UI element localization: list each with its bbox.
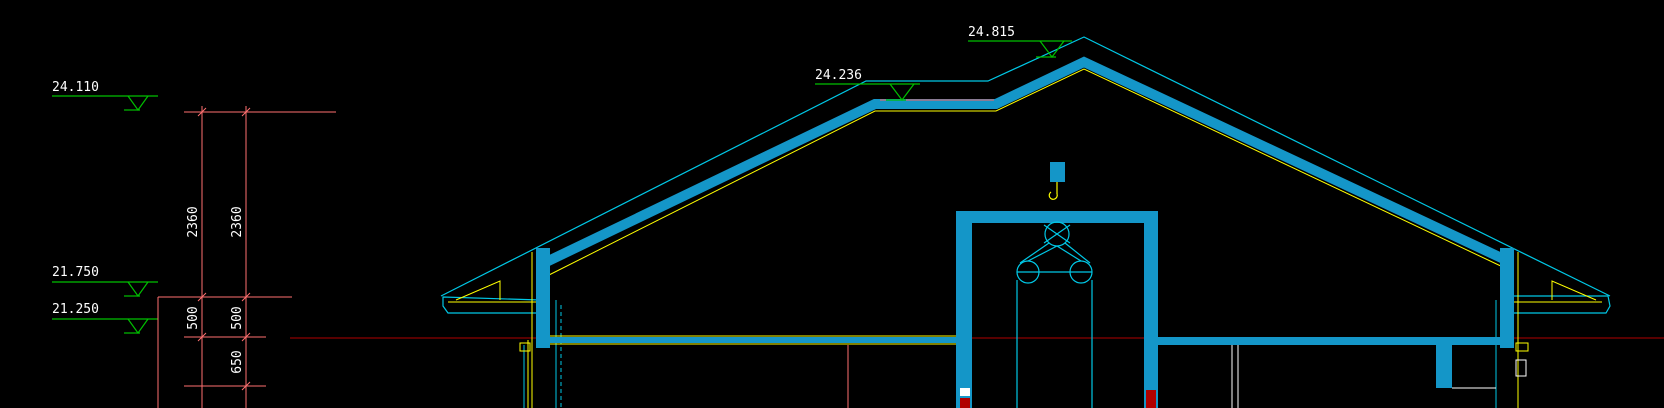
roof-outline bbox=[440, 36, 1611, 297]
floor-slab-left bbox=[550, 337, 958, 343]
right-eave bbox=[1495, 248, 1611, 408]
floor-slab-right bbox=[1158, 337, 1500, 345]
dimension-label-500-b: 500 bbox=[230, 306, 245, 329]
elevation-label-24236: 24.236 bbox=[815, 68, 862, 83]
dimension-label-650: 650 bbox=[230, 350, 245, 373]
elevation-marker-24815: 24.815 bbox=[968, 25, 1072, 58]
elevation-marker-21250: 21.250 bbox=[52, 302, 158, 335]
dimension-label-2360-a: 2360 bbox=[186, 206, 201, 237]
elevator-pulley bbox=[1016, 221, 1093, 408]
elevation-marker-24110: 24.110 bbox=[52, 80, 158, 112]
elevation-label-24110: 24.110 bbox=[52, 80, 99, 95]
elevation-marker-21750: 21.750 bbox=[52, 265, 158, 298]
lifting-hook-icon bbox=[1048, 162, 1065, 200]
elevation-label-21250: 21.250 bbox=[52, 302, 99, 317]
elevator-machine-room bbox=[956, 211, 1158, 408]
roof-finish-line bbox=[544, 68, 1506, 278]
elevation-label-21750: 21.750 bbox=[52, 265, 99, 280]
elevation-marker-24236: 24.236 bbox=[815, 68, 920, 101]
dimension-label-2360-b: 2360 bbox=[230, 206, 245, 237]
left-eave bbox=[442, 248, 562, 408]
dimension-lines bbox=[157, 106, 336, 408]
elevation-label-24815: 24.815 bbox=[968, 25, 1015, 40]
roof-slab bbox=[537, 56, 1513, 270]
dimension-label-500-a: 500 bbox=[186, 306, 201, 329]
floor-beam-right bbox=[1436, 345, 1452, 388]
